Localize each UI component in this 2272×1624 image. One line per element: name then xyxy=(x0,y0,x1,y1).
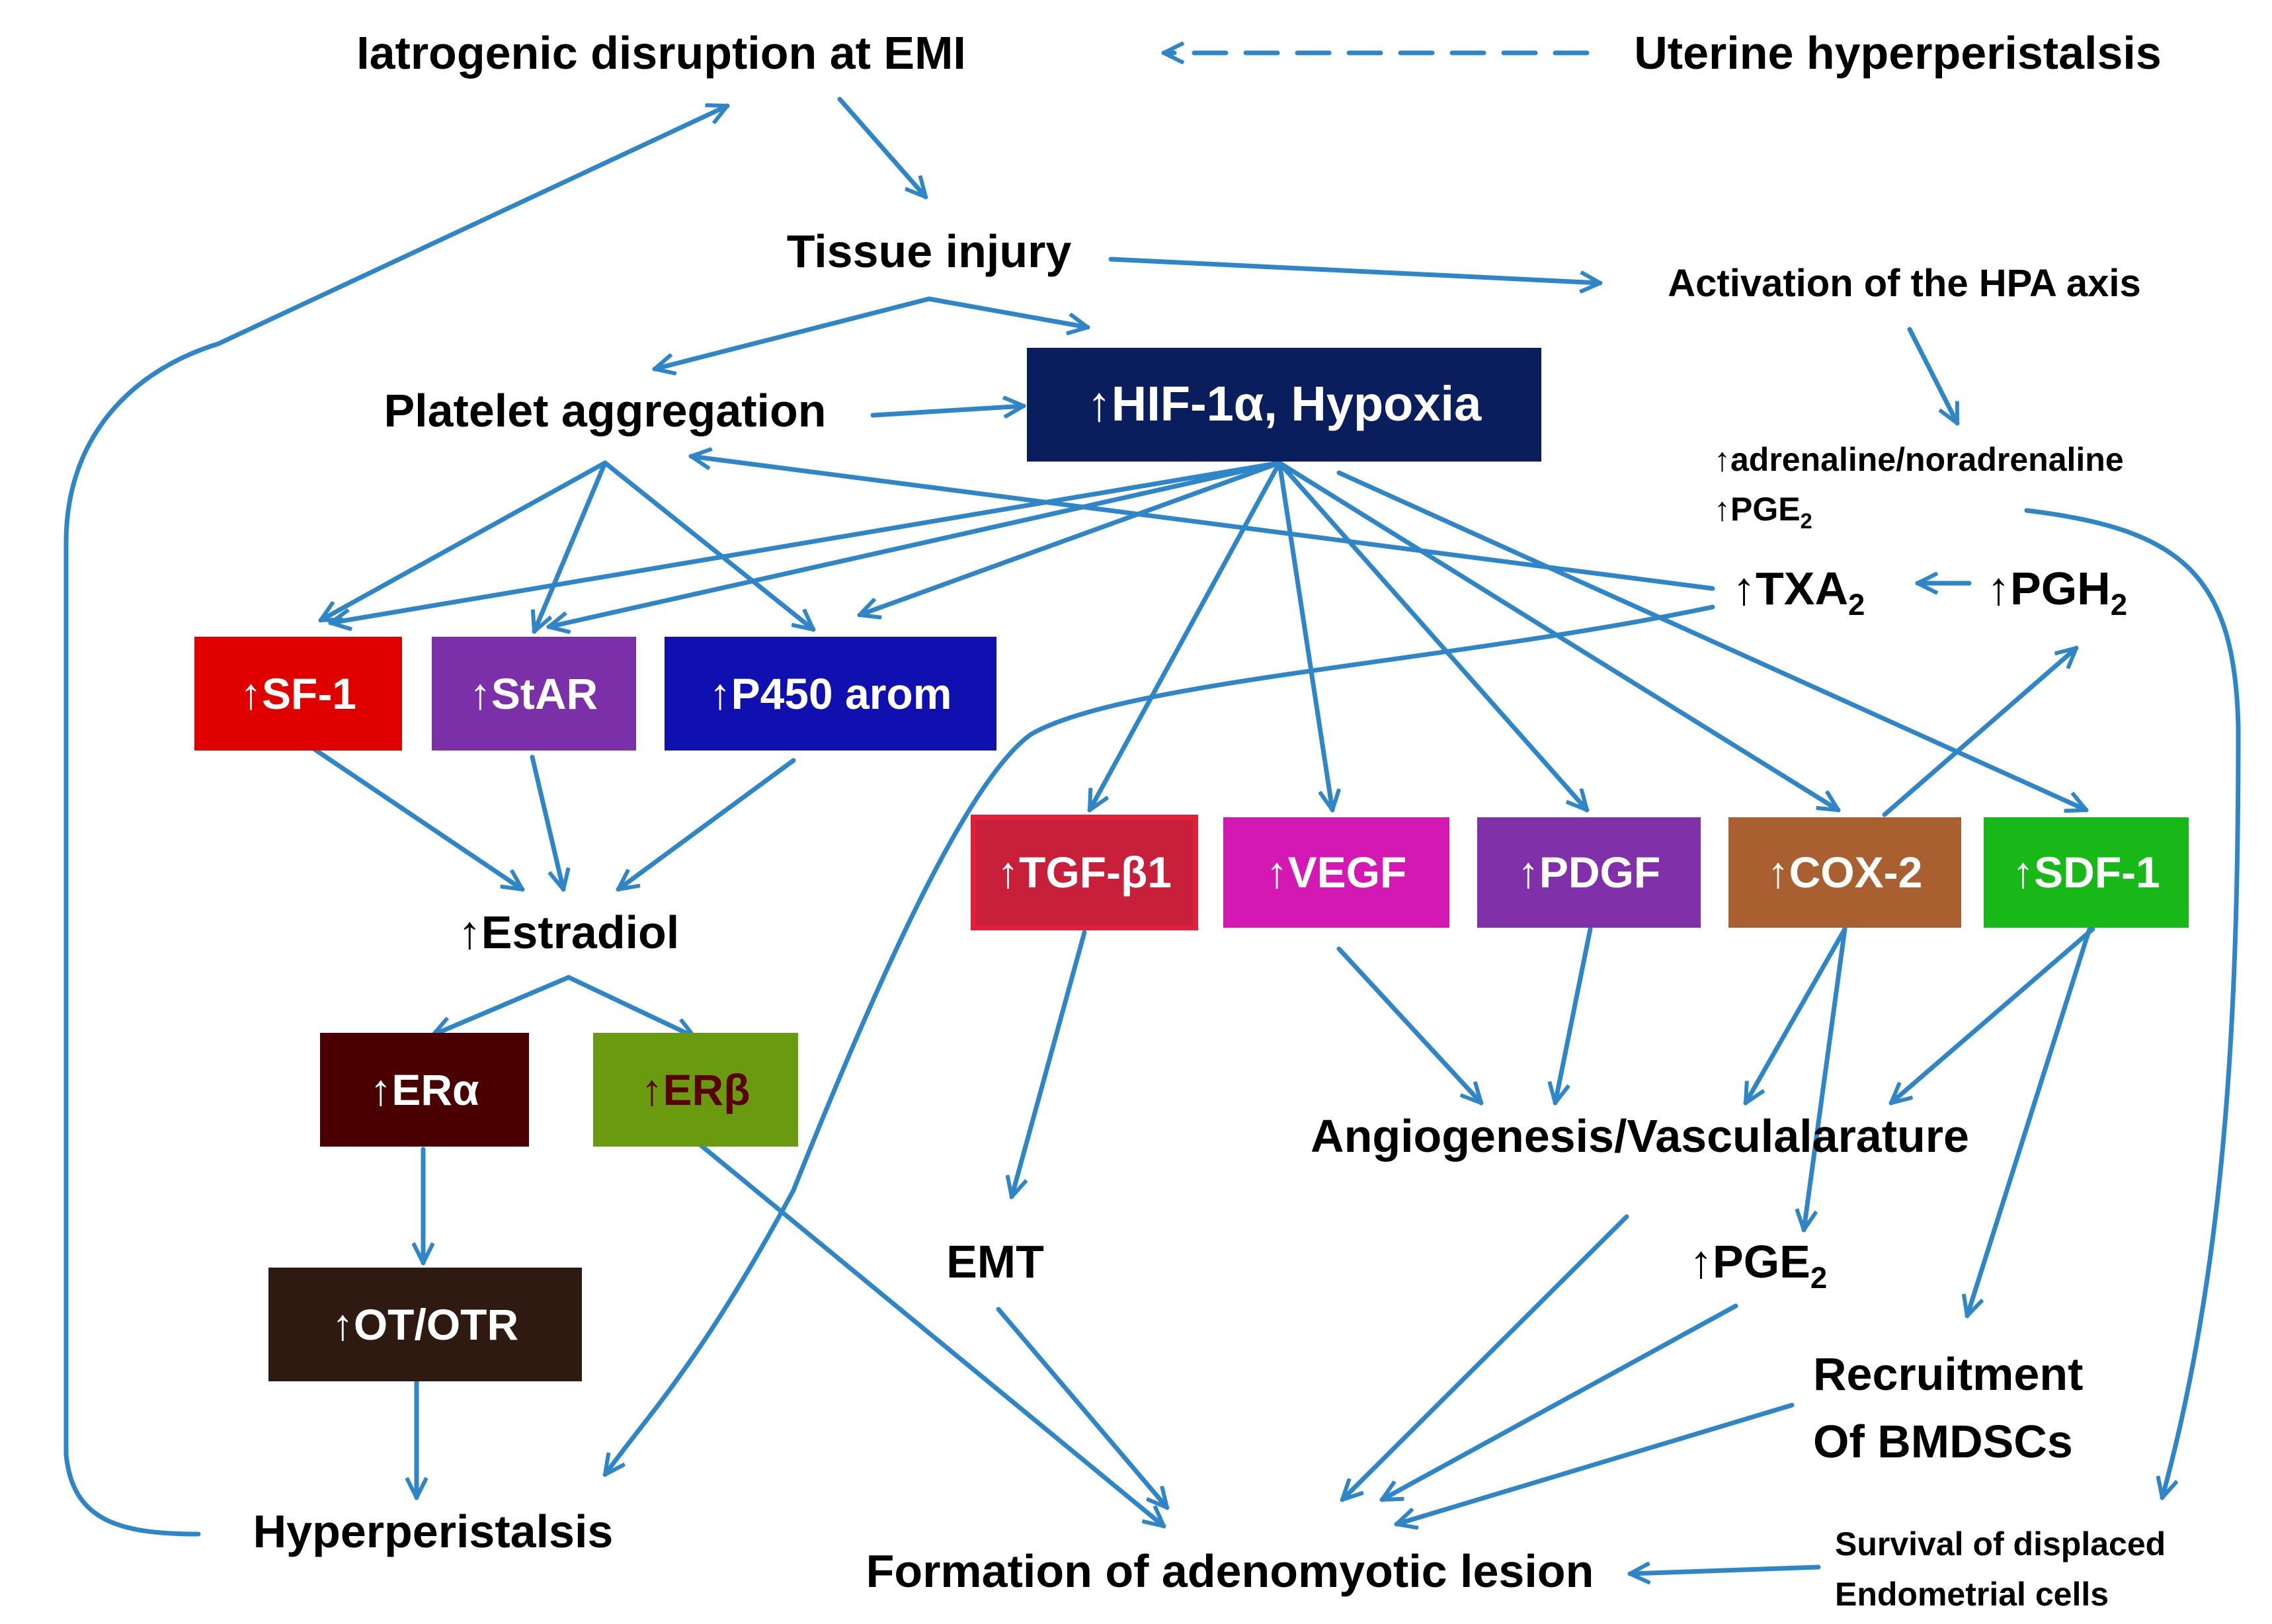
arrow-vegf-to-angio xyxy=(1336,946,1481,1103)
adrenaline-label: ↑adrenaline/noradrenaline xyxy=(1714,441,2124,478)
p450-box xyxy=(665,637,996,751)
arrow-txa2-to-hyperperistalsis xyxy=(605,604,1715,1475)
txa2-label: ↑TXA2 xyxy=(1732,563,1865,622)
hyperperistalsis-label: Hyperperistalsis xyxy=(253,1506,614,1557)
vegf-label: ↑VEGF xyxy=(1266,848,1407,897)
arrow-angio-to-formation xyxy=(1342,1214,1629,1500)
era-box xyxy=(320,1033,529,1147)
otr-label: ↑OT/OTR xyxy=(332,1300,518,1349)
arrow-hif-to-p450 xyxy=(860,460,1282,615)
arrow-hpa-to-adrenaline xyxy=(1907,327,1960,423)
hpa-label: Activation of the HPA axis xyxy=(1668,262,2140,305)
arrow-iatrogenic-to-tissue-injury xyxy=(837,97,926,197)
star-box xyxy=(432,637,636,751)
arrow-tgf-to-emt xyxy=(1012,930,1087,1197)
arrow-cox2-to-angio xyxy=(1743,926,1847,1103)
sdf1-label: ↑SDF-1 xyxy=(2012,848,2160,897)
arrow-hif-to-star xyxy=(549,460,1282,627)
erb-box xyxy=(593,1033,798,1147)
p450-label: ↑P450 arom xyxy=(710,669,952,718)
arrow-pdgf-to-angio xyxy=(1555,926,1593,1103)
tgf-label: ↑TGF-β1 xyxy=(997,848,1172,897)
arrow-platelet-to-p450 xyxy=(602,460,813,629)
arrow-star-to-estradiol xyxy=(530,754,563,889)
angiogenesis-label: Angiogenesis/Vasculalarature xyxy=(1311,1110,1969,1162)
arrow-tissue-to-hpa xyxy=(1108,257,1603,283)
vegf-box xyxy=(1223,817,1449,928)
tgf-box xyxy=(971,815,1198,930)
arrow-pge2-to-survival xyxy=(2024,508,2241,1498)
arrow-survival-to-formation xyxy=(1627,1567,1821,1574)
pdgf-box xyxy=(1477,817,1701,928)
arrow-cox2-to-pgh2 xyxy=(1882,648,2076,817)
erb-label: ↑ERβ xyxy=(641,1065,751,1114)
pgh2-label: ↑PGH2 xyxy=(1987,563,2127,622)
star-label: ↑StAR xyxy=(469,669,598,718)
era-label: ↑ERα xyxy=(370,1065,479,1114)
arrow-erb-to-formation xyxy=(695,1140,1164,1526)
arrow-platelet-to-sf1 xyxy=(321,460,608,623)
arrow-pge2-to-formation xyxy=(1382,1303,1738,1502)
arrow-hif-to-vegf xyxy=(1277,460,1332,810)
cox2-label: ↑COX-2 xyxy=(1767,848,1923,897)
arrow-layer xyxy=(63,53,2241,1574)
arrow-hif-to-pdgf xyxy=(1277,460,1587,810)
arrow-platelet-to-star xyxy=(534,460,608,631)
label-layer: Iatrogenic disruption at EMI Uterine hyp… xyxy=(240,27,2166,1613)
pdgf-label: ↑PDGF xyxy=(1518,848,1660,897)
arrow-sdf1-to-angio xyxy=(1891,926,2095,1103)
survival-label-line1: Survival of displaced xyxy=(1835,1525,2166,1563)
arrow-estradiol-to-erb xyxy=(566,975,694,1037)
uterine-hyperperistalsis-label: Uterine hyperperistalsis xyxy=(1634,27,2162,79)
sdf1-box xyxy=(1984,817,2189,928)
formation-label: Formation of adenomyotic lesion xyxy=(866,1545,1594,1597)
platelet-aggregation-label: Platelet aggregation xyxy=(384,385,826,436)
box-layer xyxy=(194,348,2189,1381)
arrow-hif-to-sf1 xyxy=(331,460,1282,623)
arrow-tissue-to-hif xyxy=(926,296,1088,327)
arrow-recruitment-to-formation xyxy=(1397,1402,1795,1524)
arrow-hif-to-sdf1 xyxy=(1336,470,2086,810)
arrow-platelet-to-hif xyxy=(870,406,1026,415)
estradiol-label: ↑Estradiol xyxy=(458,907,680,958)
arrow-hif-to-tgf xyxy=(1087,460,1282,810)
hif-box xyxy=(1027,348,1541,462)
hif-label: ↑HIF-1α, Hypoxia xyxy=(1087,376,1482,431)
arrow-p450-to-estradiol xyxy=(618,758,796,889)
iatrogenic-label: Iatrogenic disruption at EMI xyxy=(356,27,966,79)
arrow-sdf1-to-recruitment xyxy=(1967,926,2092,1316)
survival-label-line2: Endometrial cells xyxy=(1835,1576,2109,1613)
recruitment-label-line2: Of BMDSCs xyxy=(1813,1416,2073,1467)
recruitment-label-line1: Recruitment xyxy=(1813,1348,2083,1400)
pge2-label: ↑PGE2 xyxy=(1689,1236,1827,1295)
cox2-box xyxy=(1728,817,1961,928)
tissue-injury-label: Tissue injury xyxy=(787,225,1072,277)
arrow-sf1-to-estradiol xyxy=(307,743,522,889)
sf1-label: ↑SF-1 xyxy=(240,669,356,718)
sf1-box xyxy=(194,637,402,751)
arrow-cox2-to-pge2 xyxy=(1804,926,1847,1230)
arrow-txa2-to-platelet xyxy=(691,456,1715,591)
otr-box xyxy=(268,1268,582,1381)
emt-label: EMT xyxy=(946,1236,1044,1287)
arrow-tissue-to-platelet xyxy=(655,296,932,369)
pge2-small-label: ↑PGE2 xyxy=(1714,491,1812,533)
arrow-hyperperistalsis-to-iatrogenic xyxy=(63,106,727,1537)
arrow-emt-to-formation xyxy=(996,1307,1167,1508)
arrow-estradiol-to-era xyxy=(433,975,571,1035)
